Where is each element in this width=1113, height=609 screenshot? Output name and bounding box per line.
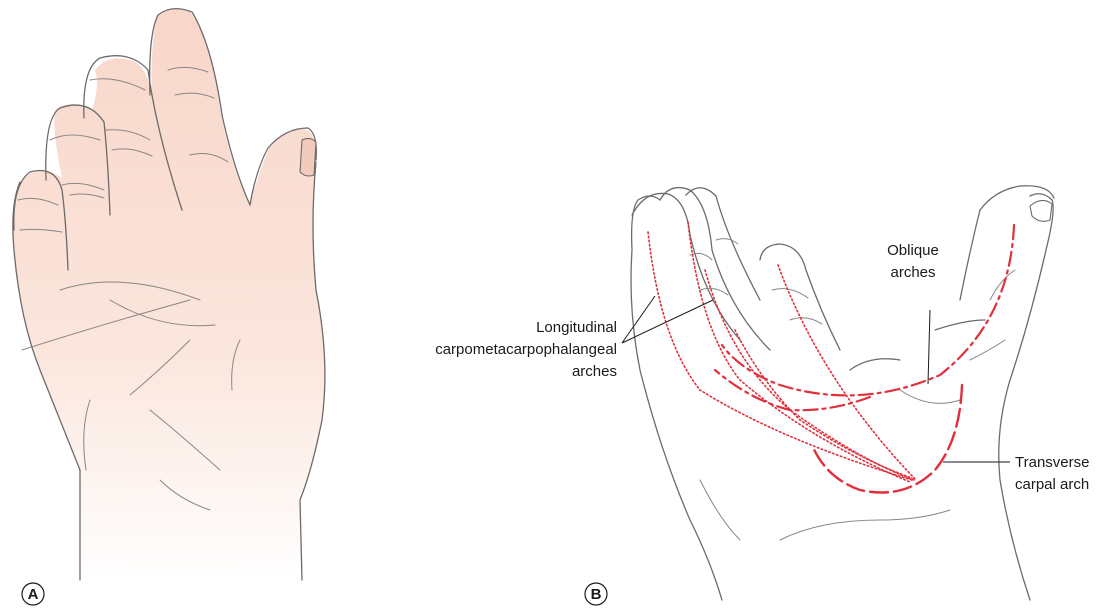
panel-b-letter: B (591, 586, 602, 603)
panel-a-letter: A (28, 586, 39, 603)
hand-b-illustration: Longitudinal carpometacarpophalangeal ar… (435, 186, 1089, 600)
label-transverse-line2: carpal arch (1015, 476, 1089, 493)
panel-a-marker: A (22, 583, 44, 605)
hand-a-silhouette (13, 9, 325, 582)
oblique-arch-2 (715, 370, 870, 410)
hand-b-ulnar-edge (999, 194, 1053, 600)
leader-longitudinal (622, 296, 713, 343)
leader-oblique (928, 310, 930, 384)
longitudinal-arch-5 (735, 330, 912, 478)
hand-b-finger-1 (632, 193, 740, 340)
label-longitudinal-line1: Longitudinal (536, 319, 617, 336)
hand-a-illustration (13, 9, 325, 582)
label-oblique-line2: arches (890, 264, 935, 281)
hand-a-thumbnail (300, 138, 316, 176)
longitudinal-arches (648, 222, 916, 482)
panel-b-marker: B (585, 583, 607, 605)
hand-b-finger-2 (660, 188, 770, 350)
label-longitudinal-line2: carpometacarpophalangeal (435, 341, 617, 358)
hand-b-thumbnail (1030, 200, 1052, 221)
hand-b-middle-finger (760, 244, 840, 350)
hand-b-finger-3 (686, 188, 760, 300)
oblique-arches (715, 225, 1014, 410)
label-longitudinal-line3: arches (572, 363, 617, 380)
label-transverse-line1: Transverse (1015, 454, 1089, 471)
label-oblique-line1: Oblique (887, 242, 939, 259)
longitudinal-arch-2 (688, 222, 910, 482)
transverse-carpal-arch (812, 385, 962, 493)
